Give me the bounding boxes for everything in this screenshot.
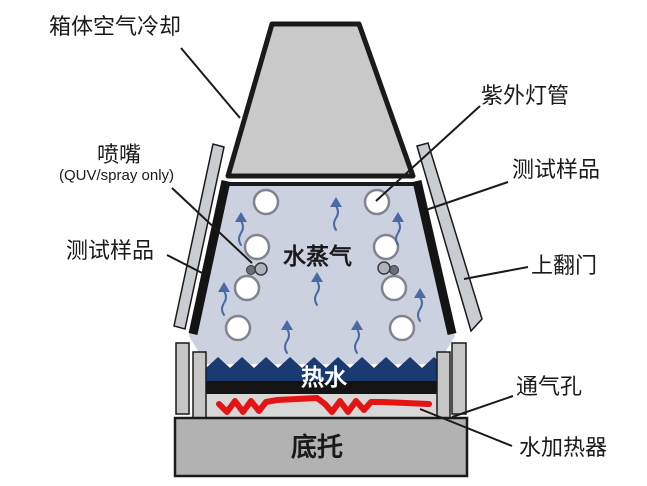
hot-water-zigzag xyxy=(206,357,444,381)
label-flip-up-door: 上翻门 xyxy=(531,253,598,278)
sample-wall-left xyxy=(188,180,231,335)
uv-lamp-circle xyxy=(380,274,408,302)
leader-vent-hole xyxy=(451,395,514,418)
label-vent-hole: 通气孔 xyxy=(516,374,583,399)
leader-water-heater xyxy=(419,408,513,447)
label-water-vapor: 水蒸气 xyxy=(283,243,352,269)
support-bar-right-inner xyxy=(436,351,451,419)
leader-uv-lamp xyxy=(375,105,481,202)
label-nozzle: 喷嘴 xyxy=(97,142,142,167)
chamber-interior xyxy=(189,182,455,364)
label-test-sample-left: 测试样品 xyxy=(66,238,155,263)
label-base-support: 底托 xyxy=(291,432,344,462)
uv-lamp-circle xyxy=(363,188,391,216)
uv-lamp-circle xyxy=(233,274,261,302)
leader-test-sample-right xyxy=(425,181,509,211)
leader-nozzle xyxy=(171,187,253,264)
uv-lamp-circle xyxy=(252,188,280,216)
leader-cabinet-air-cooling xyxy=(180,47,241,119)
uv-lamp-circle xyxy=(388,314,416,342)
support-bar-left-outer xyxy=(175,342,190,415)
label-water-heater: 水加热器 xyxy=(519,435,608,460)
support-bar-left-inner xyxy=(192,351,207,419)
sample-wall-right xyxy=(412,179,457,336)
leader-test-sample-left xyxy=(166,254,207,276)
spray-nozzle-left xyxy=(246,262,268,276)
label-uv-lamp: 紫外灯管 xyxy=(481,83,570,108)
uv-lamp-circle xyxy=(243,233,271,261)
support-bar-right-outer xyxy=(451,342,467,415)
label-hot-water: 热水 xyxy=(301,364,347,390)
label-nozzle-note: (QUV/spray only) xyxy=(59,167,175,184)
hood-shape xyxy=(225,21,416,179)
uv-lamp-circle xyxy=(224,314,252,342)
label-test-sample-right: 测试样品 xyxy=(512,157,601,182)
base-block xyxy=(173,416,469,478)
label-cabinet-air-cooling: 箱体空气冷却 xyxy=(49,14,182,39)
leader-flip-up-door xyxy=(463,266,529,280)
uv-lamp-circle xyxy=(372,233,400,261)
pan-rim-bar xyxy=(203,381,446,396)
spray-nozzle-right xyxy=(377,261,399,275)
water-heater-element xyxy=(216,395,432,415)
flip-door-panel-left xyxy=(173,143,225,330)
flip-door-panel-right xyxy=(416,142,483,333)
